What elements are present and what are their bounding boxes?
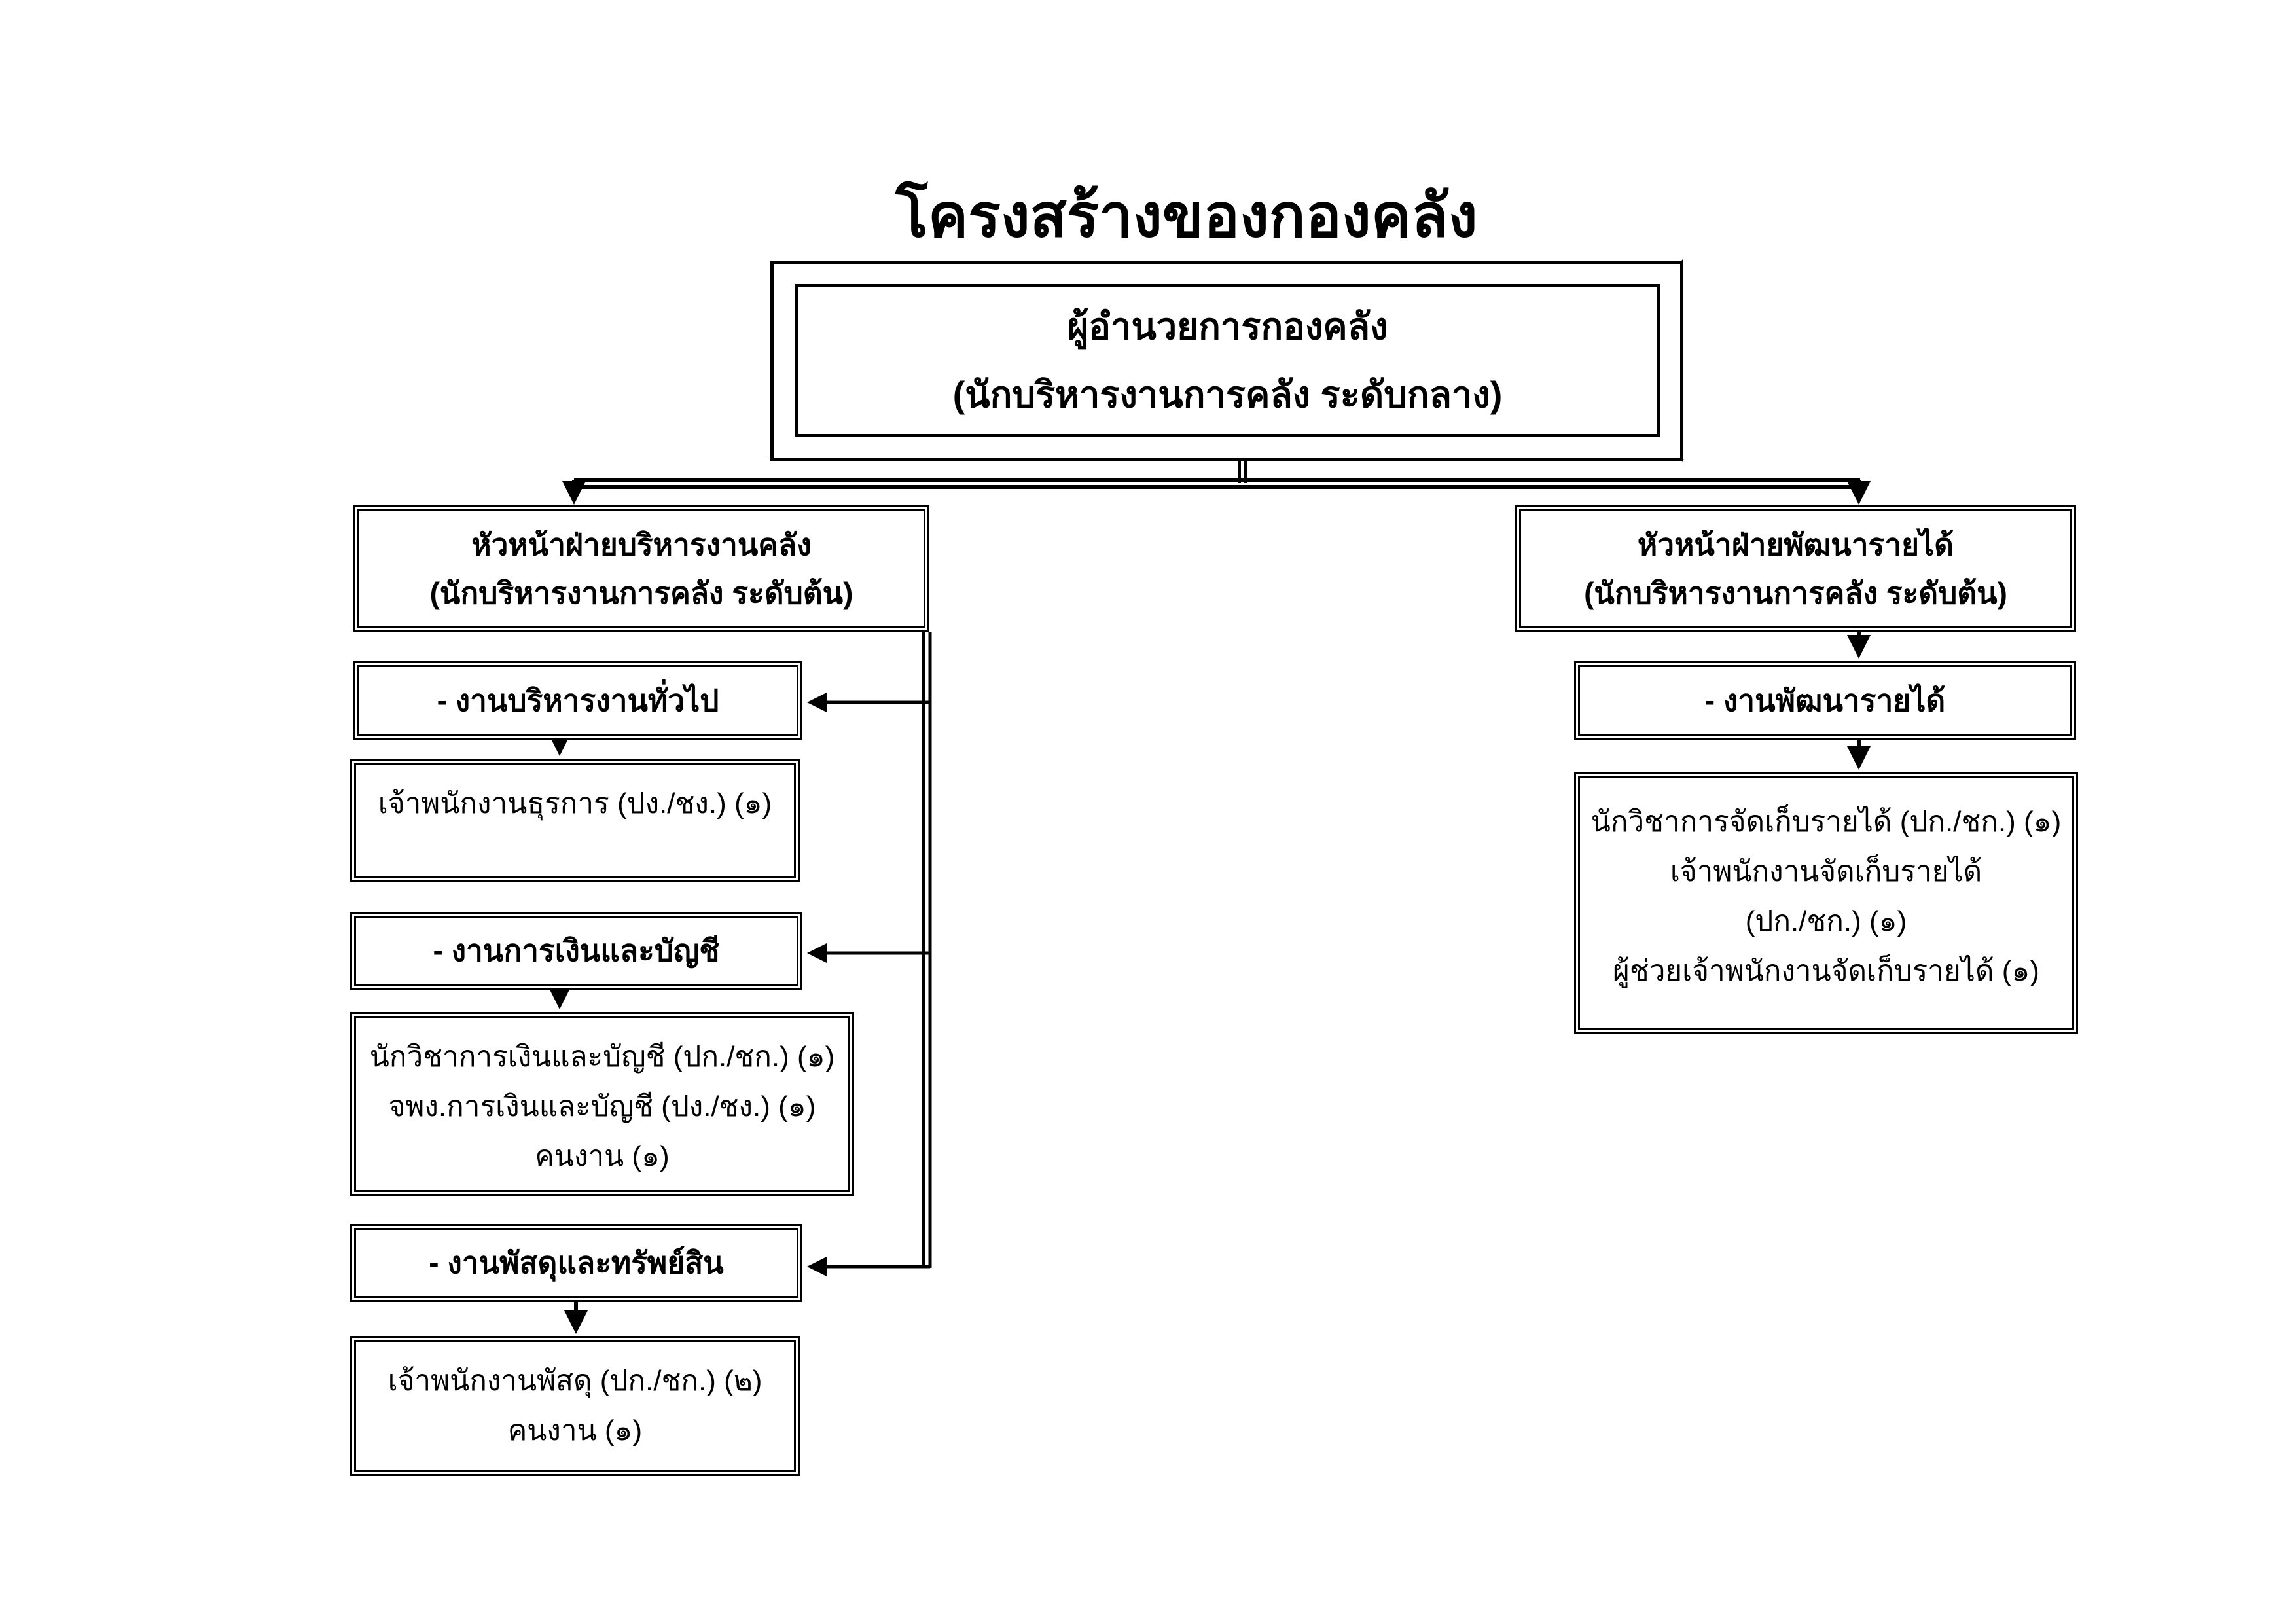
page-title: โครงสร้างของกองคลัง: [895, 183, 1478, 249]
staff-line: เจ้าพนักงานจัดเก็บรายได้: [1670, 856, 1982, 888]
staff-line: คนงาน (๑): [535, 1140, 670, 1172]
left-head-title: หัวหน้าฝ่ายบริหารงานคลัง: [471, 527, 812, 562]
staff-line: คนงาน (๑): [507, 1415, 643, 1447]
unit-name: - งานพัสดุและทรัพย์สิน: [429, 1246, 724, 1280]
right-head-title: หัวหน้าฝ่ายพัฒนารายได้: [1637, 527, 1954, 562]
unit-general-admin-staff: เจ้าพนักงานธุรการ (ปง./ชง.) (๑): [350, 759, 800, 882]
unit-supplies-assets-staff: เจ้าพนักงานพัสดุ (ปก./ชก.) (๒) คนงาน (๑): [350, 1336, 800, 1476]
right-division-head-box: หัวหน้าฝ่ายพัฒนารายได้ (นักบริหารงานการค…: [1515, 505, 2076, 632]
director-title: ผู้อำนวยการกองคลัง: [1067, 306, 1388, 347]
director-box: ผู้อำนวยการกองคลัง (นักบริหารงานการคลัง …: [795, 284, 1660, 437]
staff-line: ผู้ช่วยเจ้าพนักงานจัดเก็บรายได้ (๑): [1613, 955, 2039, 987]
unit-name: - งานบริหารงานทั่วไป: [437, 683, 719, 717]
unit-revenue-development: - งานพัฒนารายได้: [1574, 661, 2076, 740]
unit-name: - งานพัฒนารายได้: [1704, 683, 1946, 717]
staff-line: นักวิชาการจัดเก็บรายได้ (ปก./ชก.) (๑): [1590, 806, 2062, 838]
unit-finance-accounting-staff: นักวิชาการเงินและบัญชี (ปก./ชก.) (๑) จพง…: [350, 1012, 854, 1196]
left-head-position: (นักบริหารงานการคลัง ระดับต้น): [429, 575, 853, 610]
staff-line: จพง.การเงินและบัญชี (ปง./ชง.) (๑): [388, 1091, 816, 1123]
left-division-head-box: หัวหน้าฝ่ายบริหารงานคลัง (นักบริหารงานกา…: [353, 505, 929, 632]
unit-general-admin: - งานบริหารงานทั่วไป: [353, 661, 802, 740]
staff-line: เจ้าพนักงานธุรการ (ปง./ชง.) (๑): [378, 787, 772, 820]
unit-name: - งานการเงินและบัญชี: [433, 933, 720, 967]
staff-line: (ปก./ชก.) (๑): [1745, 905, 1907, 937]
director-position: (นักบริหารงานการคลัง ระดับกลาง): [952, 374, 1503, 415]
staff-line: เจ้าพนักงานพัสดุ (ปก./ชก.) (๒): [387, 1365, 762, 1397]
unit-supplies-assets: - งานพัสดุและทรัพย์สิน: [350, 1224, 802, 1302]
staff-line: นักวิชาการเงินและบัญชี (ปก./ชก.) (๑): [369, 1041, 835, 1073]
unit-revenue-development-staff: นักวิชาการจัดเก็บรายได้ (ปก./ชก.) (๑) เจ…: [1574, 772, 2078, 1034]
right-head-position: (นักบริหารงานการคลัง ระดับต้น): [1584, 575, 2007, 610]
unit-finance-accounting: - งานการเงินและบัญชี: [350, 912, 802, 990]
